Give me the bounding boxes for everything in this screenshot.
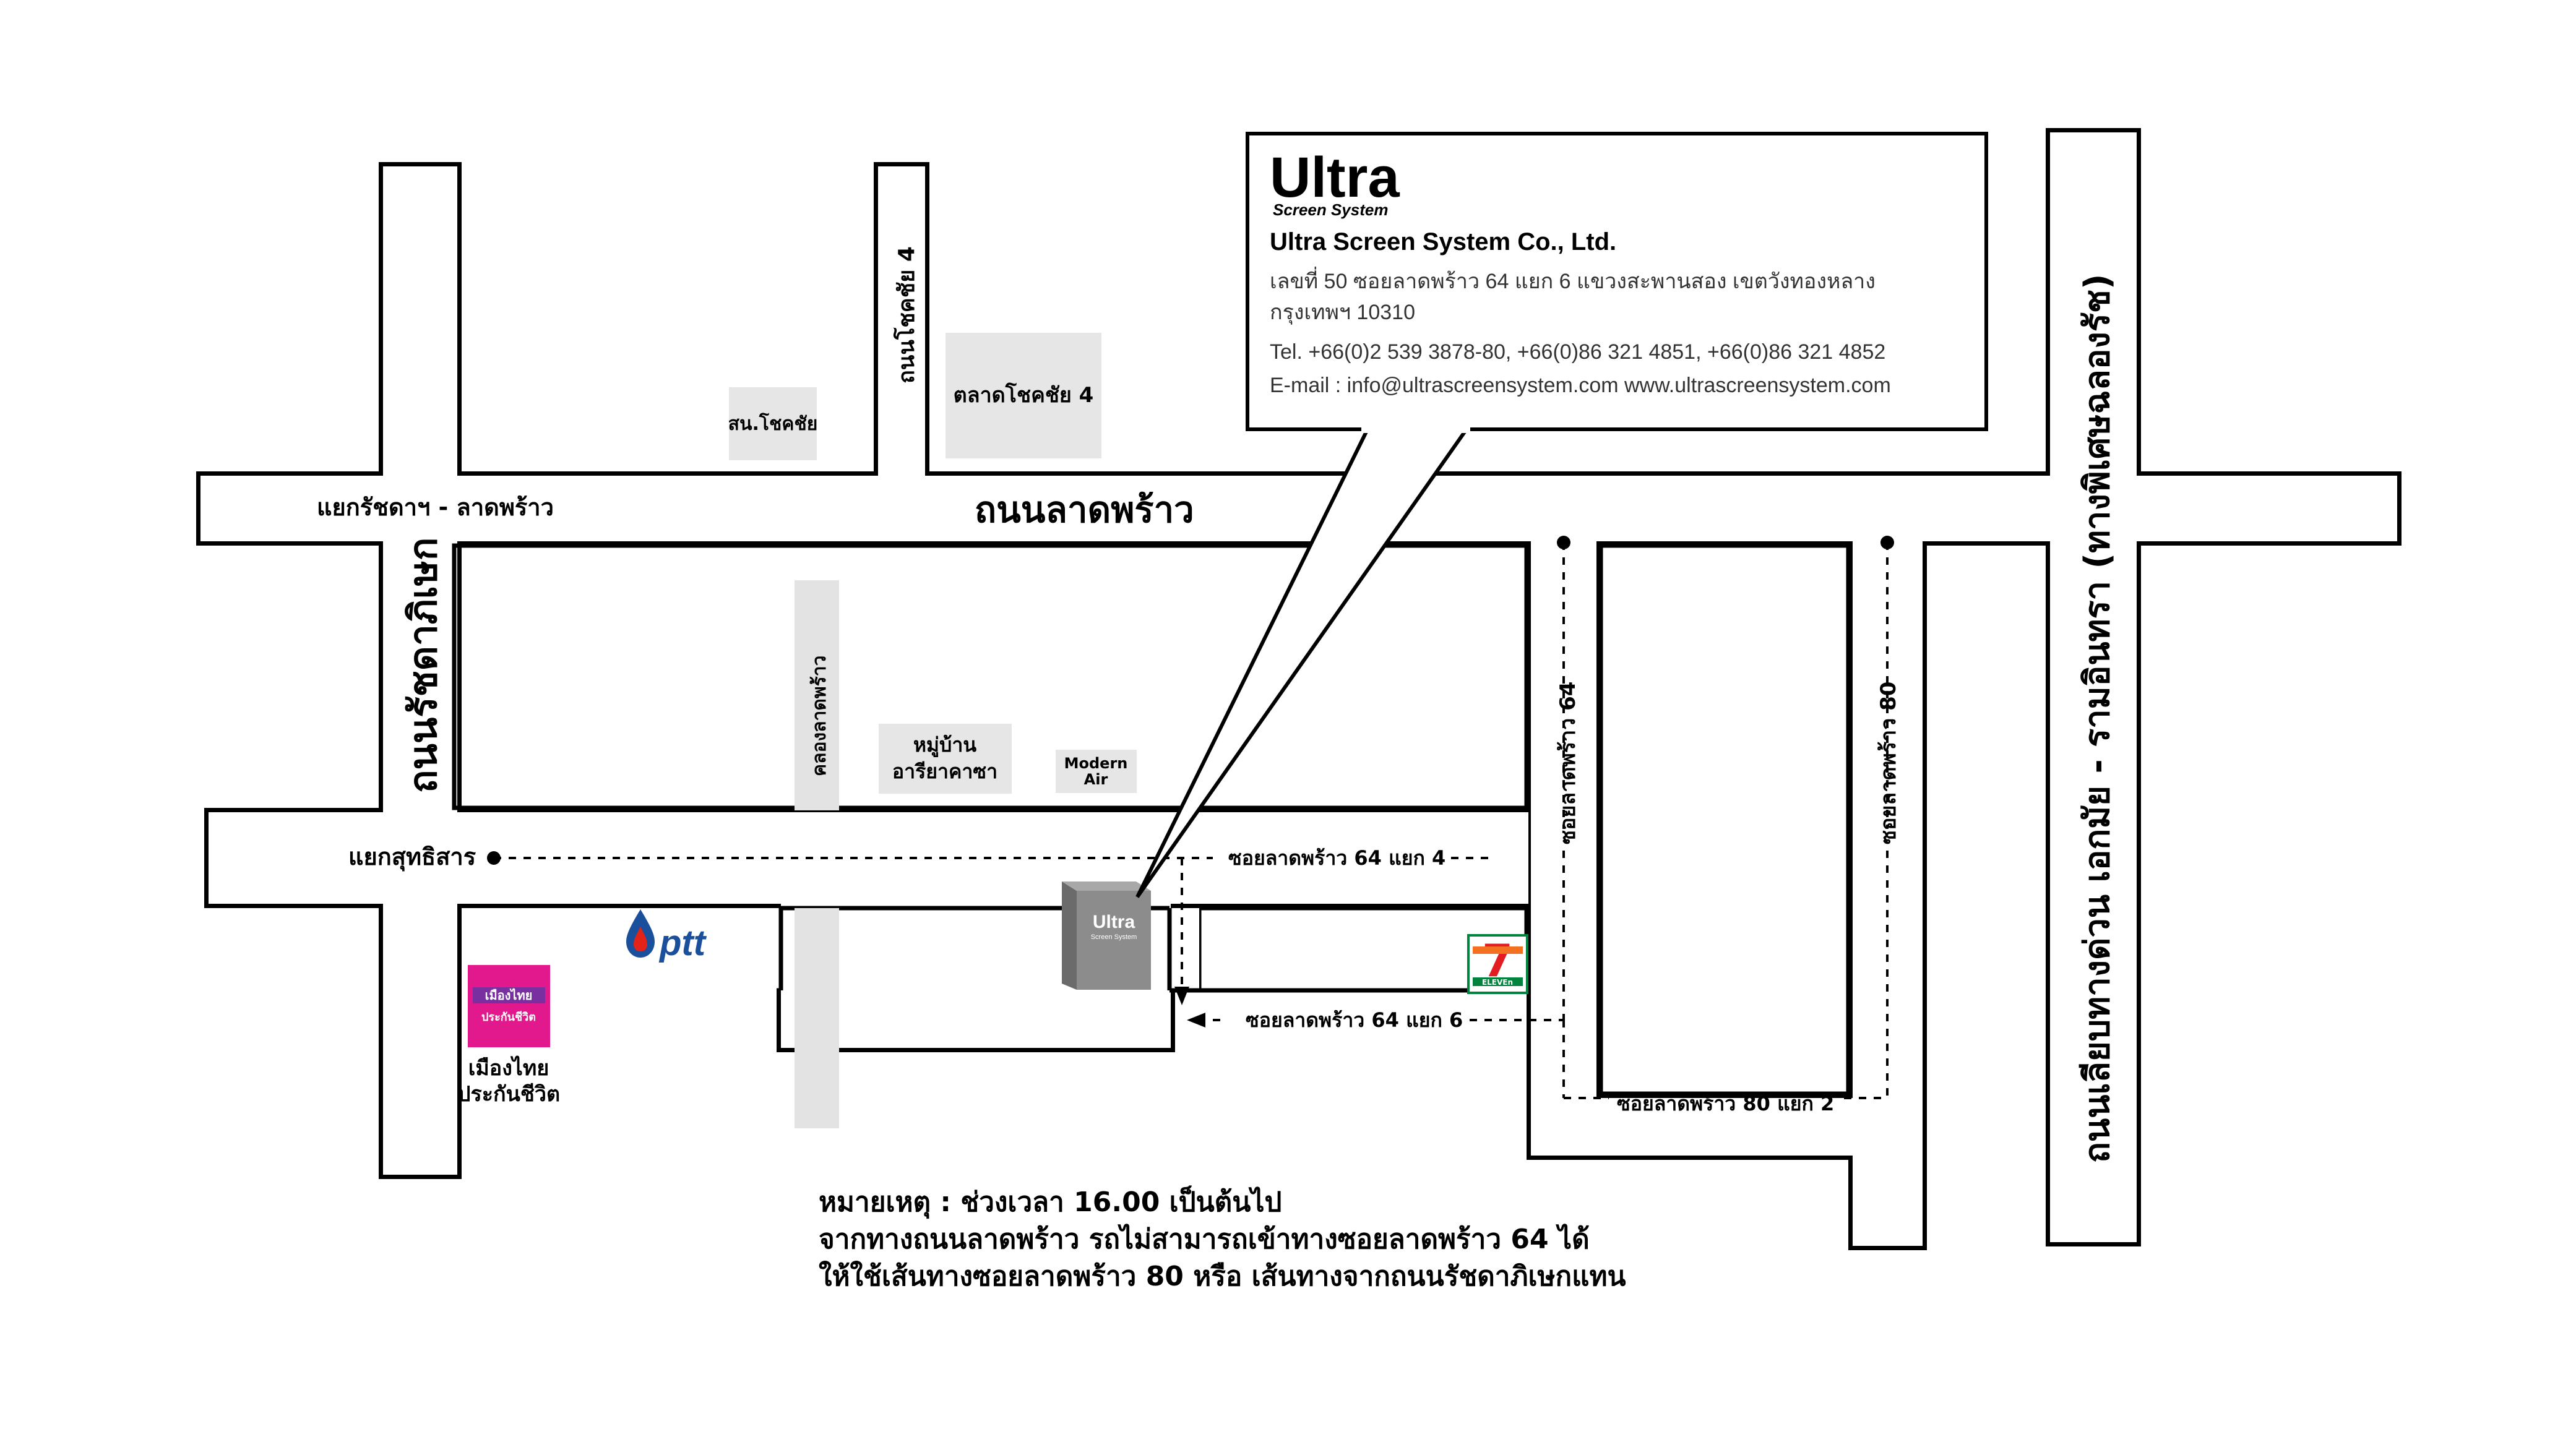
market-label: ตลาดโชคชัย 4	[954, 382, 1094, 408]
seven-eleven-logo: 7 ELEVEn	[1467, 934, 1528, 994]
arrow-left	[1187, 1013, 1205, 1027]
ptt-logo: ptt	[626, 909, 707, 963]
company-logo-sub: Screen System	[1273, 200, 1388, 219]
note-line-3: ให้ใช้เส้นทางซอยลาดพร้าว 80 หรือ เส้นทาง…	[819, 1260, 1626, 1292]
ptt-label: ptt	[658, 923, 707, 963]
village-label-1: หมู่บ้าน	[913, 733, 976, 758]
note-line-1: หมายเหตุ : ช่วงเวลา 16.00 เป็นต้นไป	[819, 1185, 1282, 1219]
modern-air-label-2: Air	[1084, 771, 1108, 788]
sutthisan-junction-label: แยกสุทธิสาร	[348, 843, 476, 872]
canal	[795, 580, 839, 810]
note-line-2: จากทางถนนลาดพร้าว รถไม่สามารถเข้าทางซอยล…	[819, 1223, 1590, 1255]
arrow-down	[1174, 987, 1189, 1005]
soi64-label: ซอยลาดพร้าว 64	[1556, 682, 1580, 844]
village: หมู่บ้าน อารียาคาซา	[879, 724, 1012, 794]
soi64-6-label: ซอยลาดพร้าว 64 แยก 6	[1246, 1008, 1463, 1032]
police-label: สน.โชคชัย	[728, 412, 818, 435]
muangthai-logo-text-1: เมืองไทย	[485, 988, 533, 1003]
muangthai-logo-text-2: ประกันชีวิต	[481, 1011, 536, 1024]
ultra-building: Ultra Screen System	[1062, 882, 1151, 990]
modern-air-label-1: Modern	[1064, 755, 1128, 772]
khlong-label: คลองลาดพร้าว	[809, 656, 830, 776]
company-email: E-mail : info@ultrascreensystem.com www.…	[1270, 374, 1891, 397]
canal-lower	[795, 908, 839, 1128]
soi80-point	[1880, 536, 1894, 549]
ratchada-ladprao-junction-label: แยกรัชดาฯ - ลาดพร้าว	[317, 494, 554, 521]
muangthai-label-2: ประกันชีวิต	[457, 1082, 560, 1107]
soi80-2-label: ซอยลาดพร้าว 80 แยก 2	[1617, 1092, 1834, 1115]
soi64-point	[1557, 536, 1570, 549]
company-logo-main: Ultra	[1270, 146, 1400, 209]
ladprao-road-label: ถนนลาดพร้าว	[975, 489, 1194, 531]
building-sub: Screen System	[1091, 933, 1137, 941]
police-station: สน.โชคชัย	[728, 387, 818, 460]
company-address-1: เลขที่ 50 ซอยลาดพร้าว 64 แยก 6 แขวงสะพาน…	[1270, 267, 1876, 293]
market: ตลาดโชคชัย 4	[946, 333, 1101, 458]
muangthai-logo: เมืองไทย ประกันชีวิต	[468, 965, 550, 1047]
route-points	[487, 536, 1894, 1027]
chokchai4-road-label: ถนนโชคชัย 4	[893, 246, 920, 384]
muangthai-label-1: เมืองไทย	[468, 1055, 549, 1081]
route-lines	[494, 543, 1889, 1099]
modern-air: Modern Air	[1056, 750, 1137, 793]
ratchada-road-label: ถนนรัชดาภิเษก	[400, 538, 446, 793]
company-address-2: กรุงเทพฯ 10310	[1270, 301, 1415, 325]
expressway-road-label: ถนนเลียบทางด่วน เอกมัย - รามอินทรา (ทางพ…	[2077, 274, 2117, 1163]
company-callout: Ultra Screen System Ultra Screen System …	[1135, 132, 1988, 898]
sutthisan-point	[487, 851, 501, 865]
company-tel: Tel. +66(0)2 539 3878-80, +66(0)86 321 4…	[1270, 340, 1885, 364]
soi64-4-label: ซอยลาดพร้าว 64 แยก 4	[1228, 846, 1445, 870]
building-logo: Ultra	[1093, 912, 1135, 932]
village-label-2: อารียาคาซา	[892, 760, 997, 783]
eleven-label: ELEVEn	[1482, 978, 1513, 987]
company-name: Ultra Screen System Co., Ltd.	[1270, 228, 1616, 255]
